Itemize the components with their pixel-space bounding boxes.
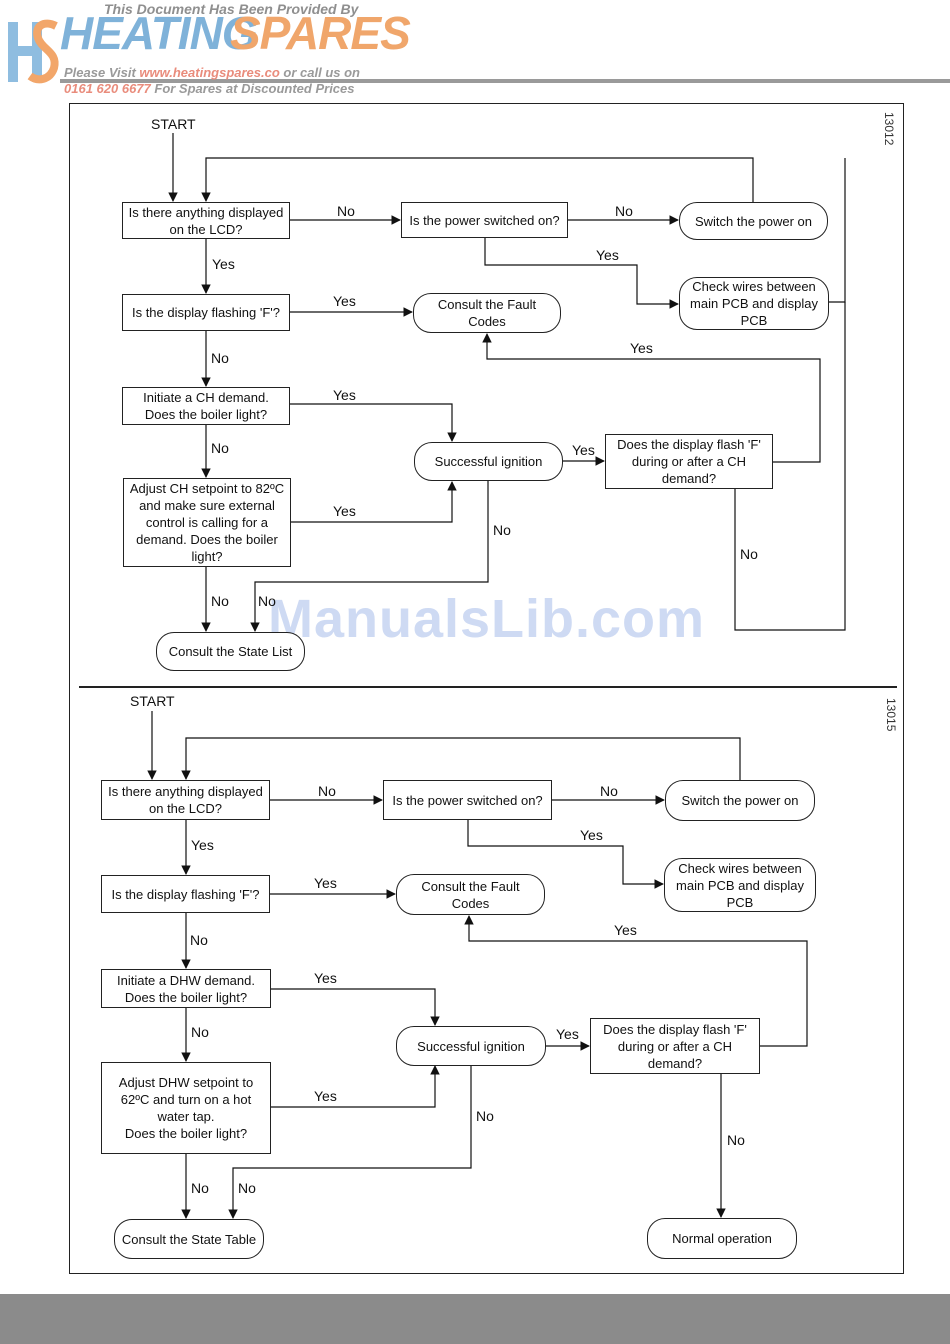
flow2-lcd-question: Is there anything displayed on the LCD? [101, 780, 270, 820]
flow1-state-list: Consult the State List [156, 632, 305, 671]
flow2-edge-label-yes: Yes [314, 875, 337, 891]
flow1-check-wires: Check wires between main PCB and display… [679, 277, 829, 330]
flow2-edge-label-no: No [190, 932, 208, 948]
flow2-edge-label-yes: Yes [580, 827, 603, 843]
visit-url-link[interactable]: www.heatingspares.co [139, 65, 280, 80]
flow1-edge-label-yes: Yes [596, 247, 619, 263]
phone-number: 0161 620 6677 [64, 81, 151, 96]
flow1-edge-label-no: No [258, 593, 276, 609]
flow1-adjust-setpoint: Adjust CH setpoint to 82ºC and make sure… [123, 478, 291, 567]
flow2-edge-label-yes: Yes [191, 837, 214, 853]
flow1-successful-ignition: Successful ignition [414, 442, 563, 481]
heating-spares-logo-icon [8, 19, 59, 84]
flow2-demand-question: Initiate a DHW demand. Does the boiler l… [101, 969, 271, 1008]
flow2-check-wires: Check wires between main PCB and display… [664, 858, 816, 912]
flow2-start-label: START [130, 693, 175, 709]
provided-by-text: This Document Has Been Provided By [104, 1, 359, 17]
visit-suffix: or call us on [279, 65, 360, 80]
flow1-edge-label-no: No [493, 522, 511, 538]
flow2-switch-power-on: Switch the power on [665, 780, 815, 821]
header-rule [60, 79, 950, 83]
flow2-edge-label-yes: Yes [556, 1026, 579, 1042]
flow1-edge-label-no: No [211, 593, 229, 609]
phone-line: 0161 620 6677 For Spares at Discounted P… [64, 81, 355, 96]
flow1-edge-label-yes: Yes [572, 442, 595, 458]
visit-prefix: Please Visit [64, 65, 140, 80]
flow1-edge-label-yes: Yes [630, 340, 653, 356]
flow1-demand-question: Initiate a CH demand. Does the boiler li… [122, 387, 290, 425]
flow1-power-question: Is the power switched on? [401, 202, 568, 238]
flow1-flashing-question: Is the display flashing 'F'? [122, 294, 290, 331]
flow1-lcd-question: Is there anything displayed on the LCD? [122, 202, 290, 239]
flow2-edge-label-yes: Yes [314, 970, 337, 986]
flow2-flash-after-question: Does the display flash 'F' during or aft… [590, 1018, 760, 1074]
flow1-edge-label-no: No [211, 440, 229, 456]
flow2-edge-label-no: No [600, 783, 618, 799]
flow1-edge-label-no: No [740, 546, 758, 562]
flow2-edge-label-no: No [318, 783, 336, 799]
flow1-switch-power-on: Switch the power on [679, 202, 828, 240]
visit-line: Please Visit www.heatingspares.co or cal… [64, 65, 360, 80]
flow2-normal-operation: Normal operation [647, 1218, 797, 1259]
diagram-frame [69, 103, 904, 1274]
flow1-fault-codes: Consult the Fault Codes [413, 293, 561, 333]
flow1-flash-after-question: Does the display flash 'F' during or aft… [605, 434, 773, 489]
flow2-adjust-setpoint: Adjust DHW setpoint to 62ºC and turn on … [101, 1062, 271, 1154]
flow2-successful-ignition: Successful ignition [396, 1026, 546, 1066]
flow1-reference-number: 13012 [882, 112, 896, 146]
flow1-edge-label-no: No [337, 203, 355, 219]
flow2-reference-number: 13015 [884, 698, 898, 732]
flow2-edge-label-no: No [238, 1180, 256, 1196]
flow2-flashing-question: Is the display flashing 'F'? [101, 875, 270, 913]
flow2-state-table: Consult the State Table [114, 1219, 264, 1259]
flow1-edge-label-yes: Yes [333, 503, 356, 519]
watermark-text: ManualsLib.com [268, 589, 706, 649]
flow2-edge-label-no: No [476, 1108, 494, 1124]
page-footer-band [0, 1294, 950, 1344]
flow2-edge-label-no: No [727, 1132, 745, 1148]
flow2-fault-codes: Consult the Fault Codes [396, 874, 545, 915]
flow2-power-question: Is the power switched on? [383, 780, 552, 820]
flow2-edge-label-yes: Yes [614, 922, 637, 938]
flow1-start-label: START [151, 116, 196, 132]
flow1-edge-label-no: No [211, 350, 229, 366]
flow2-edge-label-yes: Yes [314, 1088, 337, 1104]
brand-heating-text: HEATING [60, 7, 258, 59]
flow1-edge-label-yes: Yes [212, 256, 235, 272]
flow2-edge-label-no: No [191, 1024, 209, 1040]
flow2-edge-label-no: No [191, 1180, 209, 1196]
document-header: HEATING SPARES This Document Has Been Pr… [0, 0, 950, 100]
section-divider [79, 686, 897, 688]
brand-spares-text: SPARES [230, 7, 411, 59]
flow1-edge-label-yes: Yes [333, 387, 356, 403]
flow1-edge-label-yes: Yes [333, 293, 356, 309]
flow1-edge-label-no: No [615, 203, 633, 219]
phone-suffix: For Spares at Discounted Prices [150, 81, 355, 96]
